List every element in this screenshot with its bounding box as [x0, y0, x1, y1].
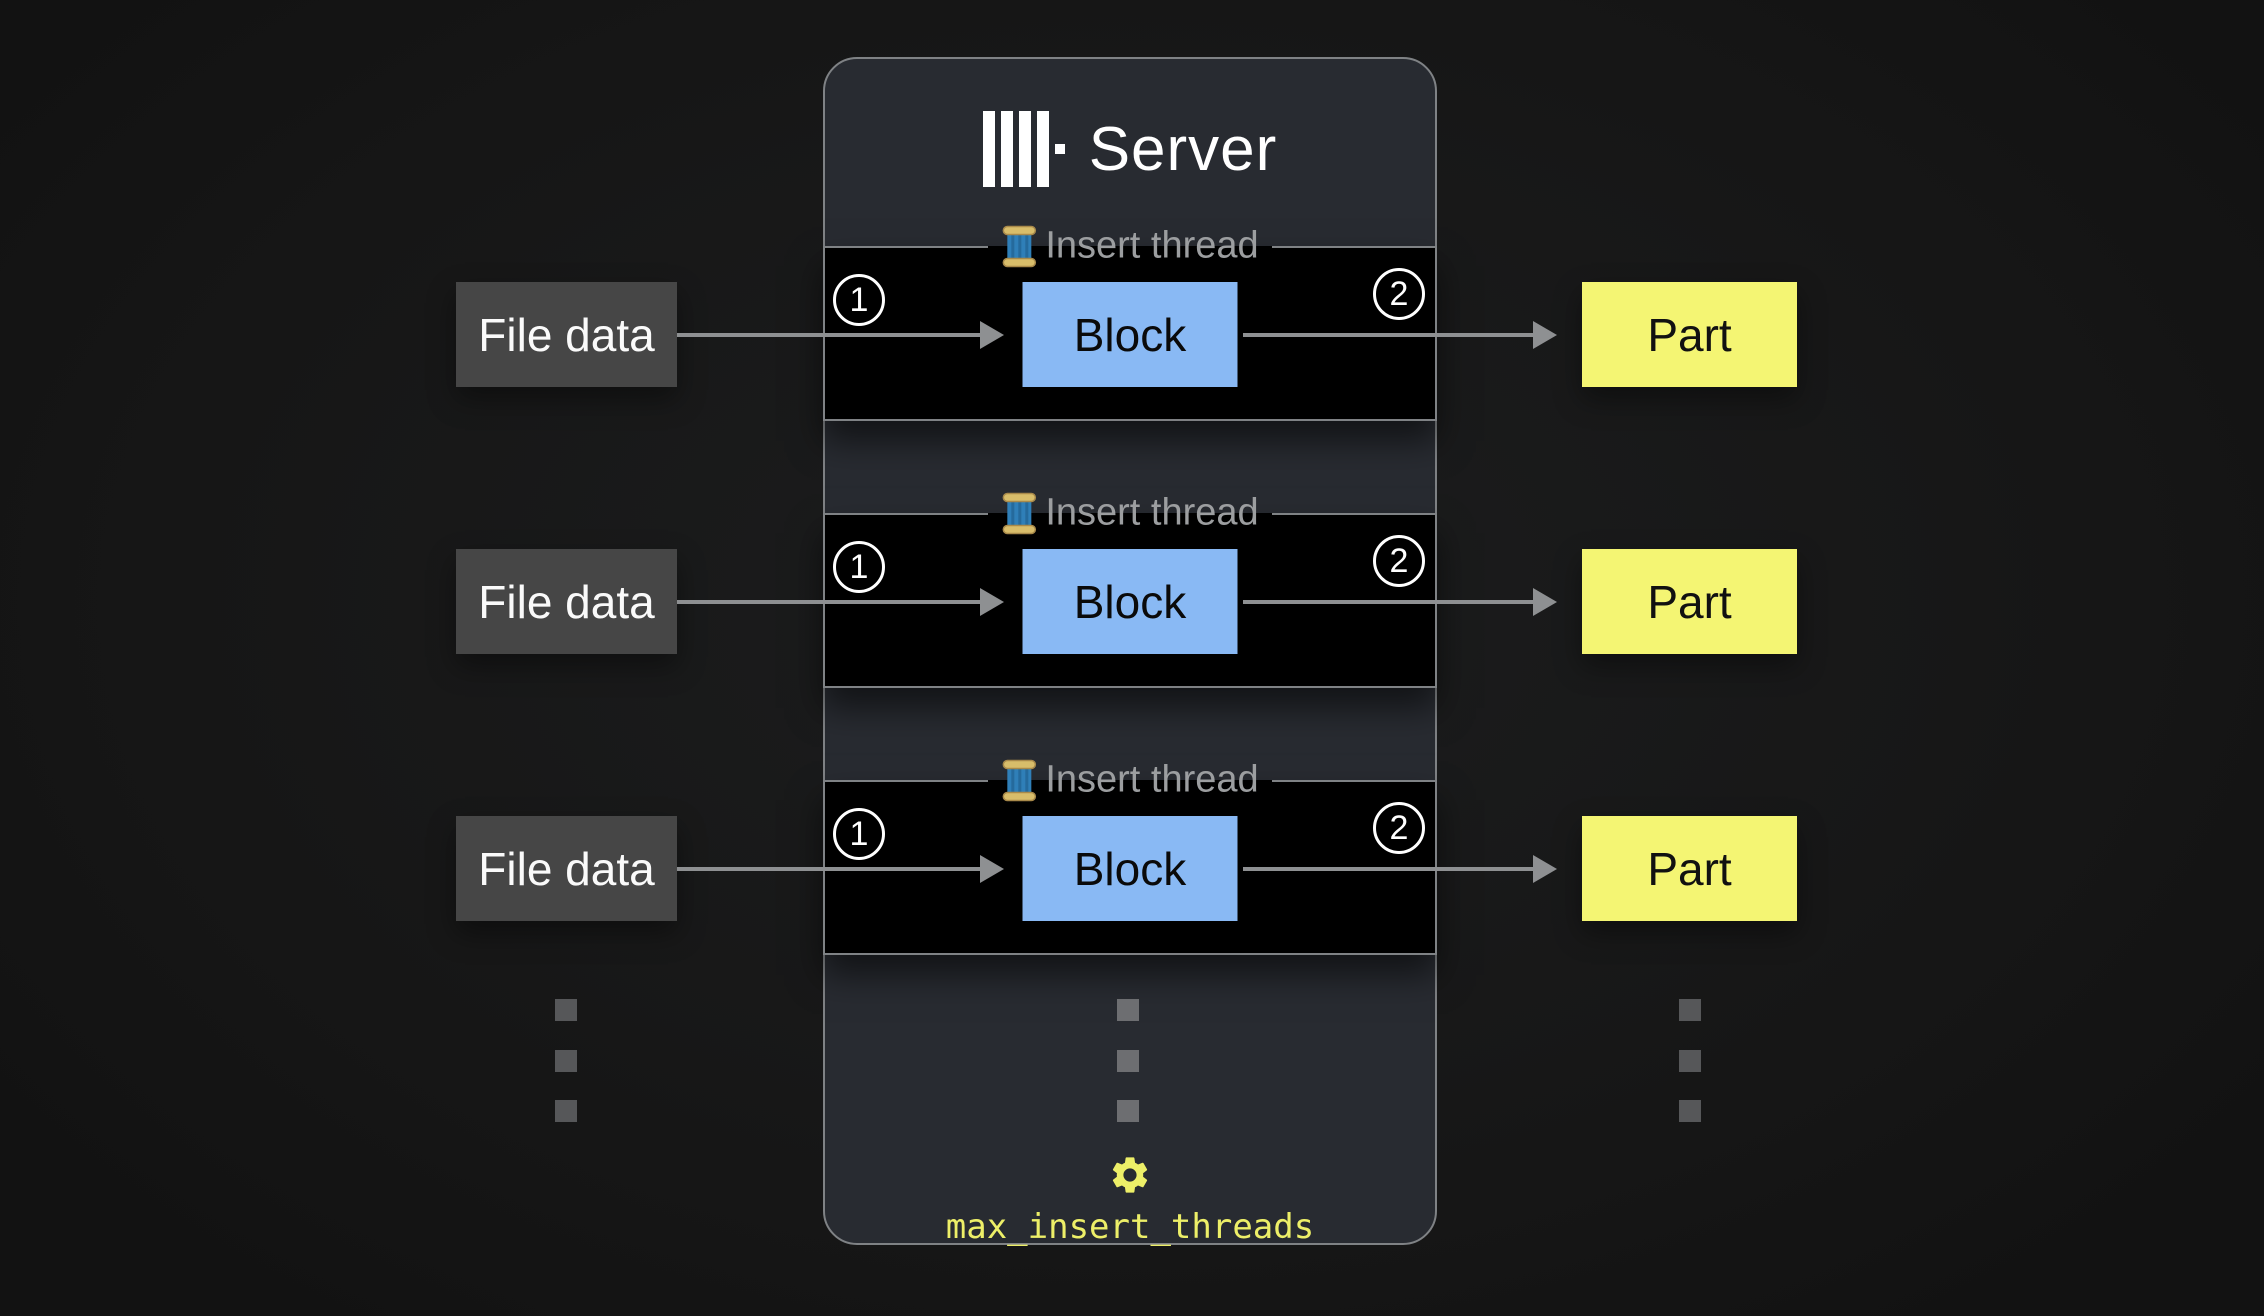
part-box: Part: [1582, 282, 1797, 387]
step-number: 1: [849, 815, 869, 853]
block-label: Block: [1073, 575, 1187, 628]
ellipsis-dot: [1679, 999, 1701, 1021]
step-number: 1: [849, 548, 869, 586]
block-label: Block: [1073, 842, 1187, 895]
ellipsis-dot: [1117, 1100, 1139, 1122]
step-number: 2: [1389, 809, 1409, 847]
step-2-badge: 2: [1373, 535, 1425, 587]
part-label: Part: [1647, 575, 1732, 628]
block-box: Block: [1022, 816, 1238, 921]
server-title: Server: [1088, 114, 1278, 184]
ellipsis-dot: [555, 999, 577, 1021]
arrow-file-to-block: [677, 867, 980, 871]
arrow-file-to-block: [677, 600, 980, 604]
block-label: Block: [1073, 308, 1187, 361]
file-data-box: File data: [456, 816, 677, 921]
insert-thread-label: Insert thread: [1045, 491, 1259, 534]
setting-name: max_insert_threads: [945, 1207, 1315, 1247]
server-container: Server Insert thread 1 Block 2: [823, 57, 1437, 1247]
step-number: 2: [1389, 275, 1409, 313]
insert-thread-label: Insert thread: [1045, 224, 1259, 267]
arrow-block-to-part: [1243, 867, 1533, 871]
lane-border-segment: [1272, 513, 1435, 515]
lane-border-segment: [1272, 246, 1435, 248]
file-data-label: File data: [478, 842, 655, 895]
lane-border-segment: [825, 513, 988, 515]
thread-spool-icon: [1002, 492, 1037, 534]
lane-border-segment: [1272, 780, 1435, 782]
step-2-badge: 2: [1373, 268, 1425, 320]
ellipsis-dot: [555, 1100, 577, 1122]
ellipsis-dot: [1117, 999, 1139, 1021]
insert-thread-legend: Insert thread: [1001, 491, 1259, 535]
arrow-block-to-part: [1243, 333, 1533, 337]
ellipsis-dot: [1679, 1100, 1701, 1122]
block-box: Block: [1022, 549, 1238, 654]
part-box: Part: [1582, 816, 1797, 921]
thread-spool-icon: [1002, 225, 1037, 267]
thread-spool-icon: [1002, 759, 1037, 801]
gear-icon: [1112, 1157, 1148, 1193]
ellipsis-dot: [1117, 1050, 1139, 1072]
step-2-badge: 2: [1373, 802, 1425, 854]
block-box: Block: [1022, 282, 1238, 387]
step-1-badge: 1: [833, 808, 885, 860]
ellipsis-dot: [555, 1050, 577, 1072]
lane-border-segment: [825, 780, 988, 782]
ellipsis-dot: [1679, 1050, 1701, 1072]
file-data-box: File data: [456, 549, 677, 654]
step-1-badge: 1: [833, 541, 885, 593]
step-number: 2: [1389, 542, 1409, 580]
part-label: Part: [1647, 842, 1732, 895]
step-number: 1: [849, 281, 869, 319]
server-header: Server: [825, 109, 1435, 189]
part-box: Part: [1582, 549, 1797, 654]
insert-thread-legend: Insert thread: [1001, 224, 1259, 268]
clickhouse-logo-icon: [982, 111, 1065, 187]
part-label: Part: [1647, 308, 1732, 361]
insert-thread-legend: Insert thread: [1001, 758, 1259, 802]
file-data-label: File data: [478, 575, 655, 628]
arrow-block-to-part: [1243, 600, 1533, 604]
insert-thread-label: Insert thread: [1045, 758, 1259, 801]
lane-border-segment: [825, 246, 988, 248]
file-data-label: File data: [478, 308, 655, 361]
arrow-file-to-block: [677, 333, 980, 337]
file-data-box: File data: [456, 282, 677, 387]
step-1-badge: 1: [833, 274, 885, 326]
